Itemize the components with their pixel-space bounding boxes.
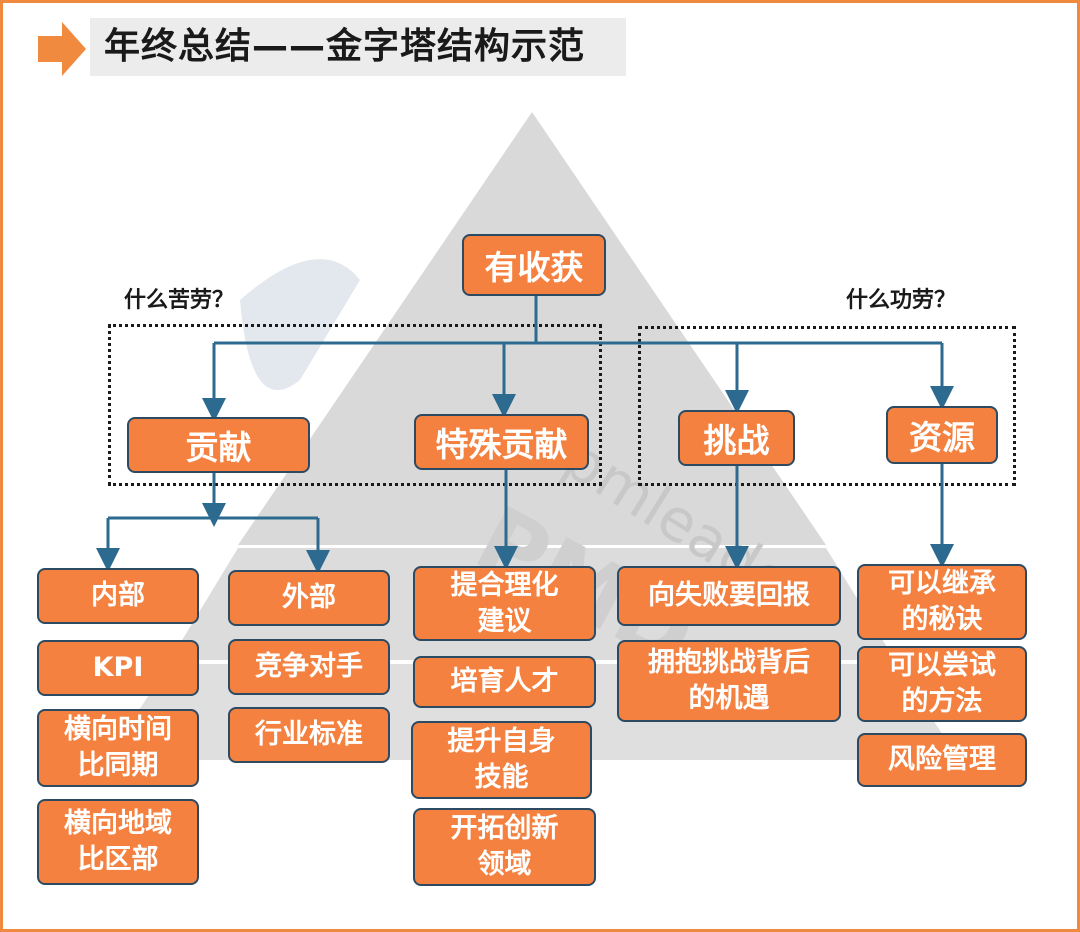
- special-item: 培育人才: [413, 656, 596, 708]
- external-item-label: 竞争对手: [255, 651, 363, 682]
- challenge-item-line: 拥抱挑战背后: [648, 647, 810, 678]
- node-challenge: 挑战: [678, 410, 795, 466]
- external-item-label: 行业标准: [255, 719, 363, 750]
- node-external: 外部: [228, 570, 390, 626]
- special-item-line: 技能: [474, 762, 529, 793]
- special-item-line: 领域: [477, 849, 532, 880]
- resource-item-line: 可以尝试: [888, 650, 996, 681]
- arrow-right-icon: [38, 22, 86, 76]
- special-item-line: 开拓创新: [450, 813, 559, 844]
- challenge-item: 拥抱挑战背后的机遇: [617, 640, 841, 722]
- internal-item-line: 比同期: [77, 750, 159, 781]
- internal-item-line: 横向地域: [64, 808, 172, 839]
- resource-item-line: 可以继承: [888, 568, 996, 599]
- node-contribution-label: 贡献: [185, 428, 252, 467]
- node-external-label: 外部: [282, 582, 336, 613]
- external-item: 行业标准: [228, 707, 390, 763]
- external-item: 竞争对手: [228, 639, 390, 695]
- node-contribution: 贡献: [127, 417, 310, 473]
- special-item-line: 提合理化: [450, 569, 559, 601]
- resource-item: 可以尝试的方法: [857, 646, 1027, 722]
- internal-item: 横向地域比区部: [37, 799, 199, 885]
- internal-item-label: KPI: [92, 652, 144, 683]
- page-title: 年终总结——金字塔结构示范: [104, 26, 586, 67]
- resource-item-line: 的秘诀: [901, 604, 983, 635]
- node-resources: 资源: [886, 406, 998, 464]
- node-special-contribution: 特殊贡献: [414, 414, 589, 470]
- hard-work-question: 什么苦劳？: [124, 288, 235, 313]
- hard-work-group: [108, 324, 602, 486]
- special-item: 提升自身技能: [411, 721, 592, 799]
- merit-question: 什么功劳？: [846, 288, 957, 313]
- special-item-label: 培育人才: [450, 666, 559, 697]
- resource-item: 可以继承的秘诀: [857, 564, 1027, 640]
- node-internal: 内部: [37, 568, 199, 624]
- merit-group: [638, 326, 1016, 486]
- internal-item-line: 比区部: [77, 844, 159, 875]
- node-gains-label: 有收获: [484, 248, 584, 287]
- node-internal-label: 内部: [91, 580, 145, 611]
- internal-item-line: 横向时间: [64, 714, 172, 745]
- challenge-item: 向失败要回报: [617, 566, 841, 626]
- node-challenge-label: 挑战: [703, 421, 770, 460]
- special-item-line: 提升自身: [447, 726, 556, 757]
- node-special-contribution-label: 特殊贡献: [435, 425, 568, 464]
- special-item-line: 建议: [477, 605, 532, 637]
- internal-item: KPI: [37, 640, 199, 696]
- node-gains: 有收获: [462, 234, 606, 296]
- special-item: 开拓创新领域: [413, 808, 596, 886]
- resource-item-label: 风险管理: [888, 744, 996, 775]
- internal-item: 横向时间比同期: [37, 709, 199, 787]
- challenge-item-label: 向失败要回报: [648, 580, 810, 611]
- challenge-item-line: 的机遇: [688, 683, 770, 714]
- node-resources-label: 资源: [909, 418, 975, 457]
- title-bar: 年终总结——金字塔结构示范: [90, 18, 626, 76]
- resource-item: 风险管理: [857, 733, 1027, 787]
- resource-item-line: 的方法: [901, 686, 983, 717]
- special-item: 提合理化建议: [413, 566, 596, 641]
